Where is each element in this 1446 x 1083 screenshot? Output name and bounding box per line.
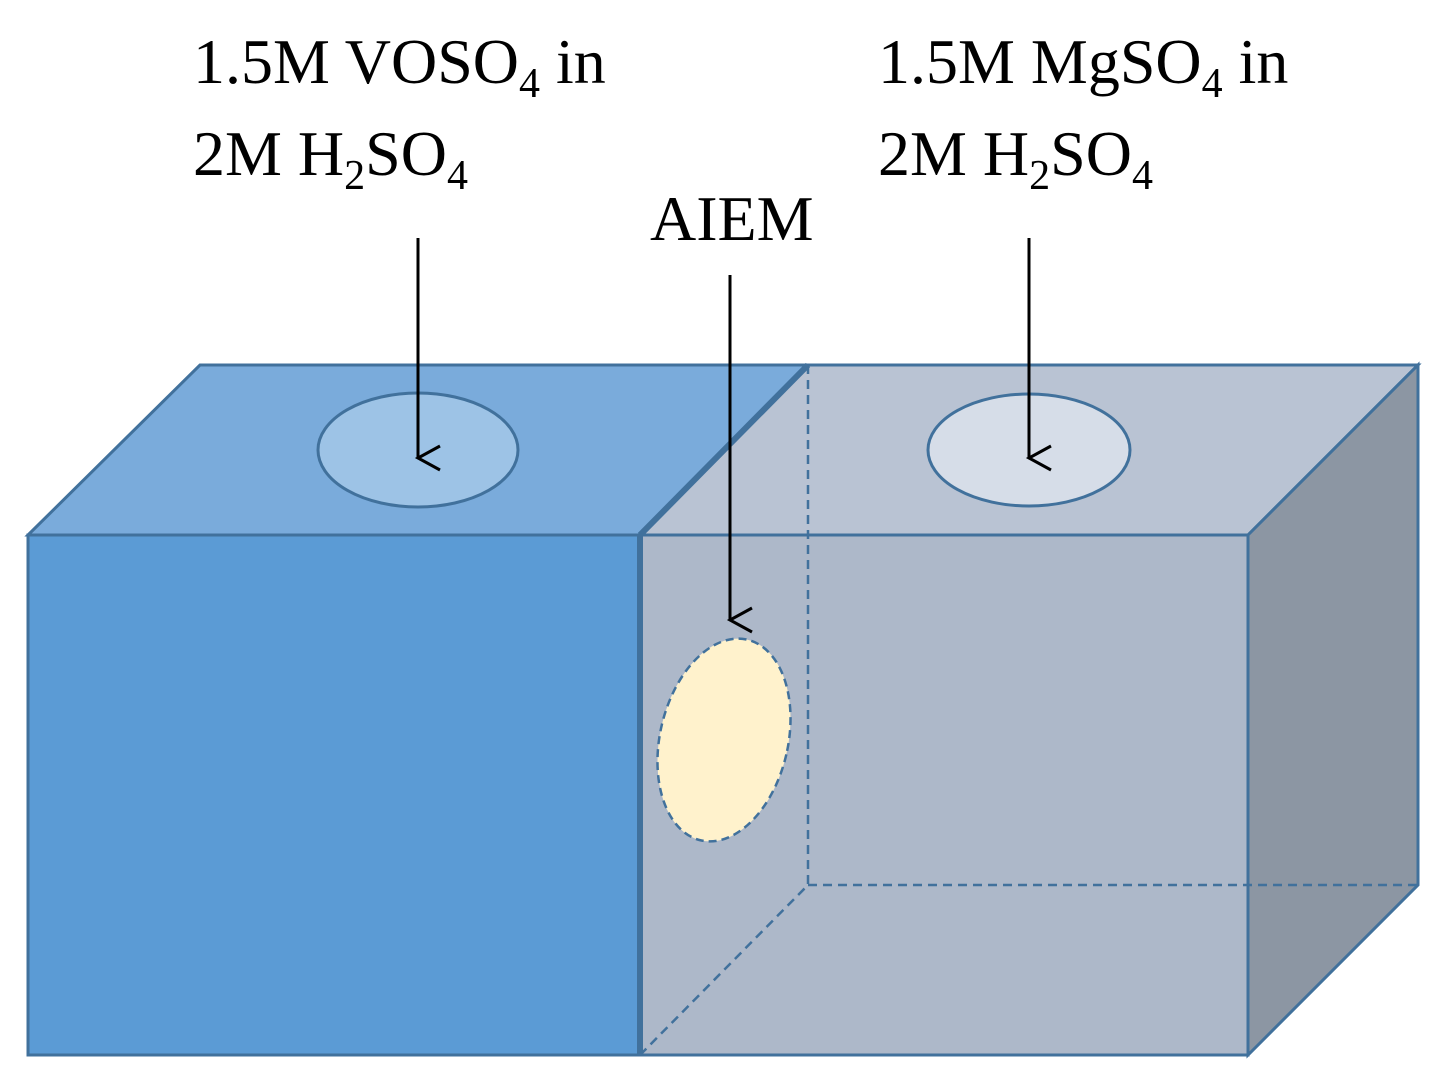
- left-electrolyte-label-line2: 2M H2SO4: [193, 118, 468, 199]
- membrane-window: [656, 637, 792, 843]
- right-electrolyte-label-line2: 2M H2SO4: [878, 118, 1153, 199]
- right-electrolyte-label-line1: 1.5M MgSO4 in: [878, 26, 1288, 107]
- hidden-edge-diagonal: [639, 884, 809, 1056]
- left-electrolyte-label-line1: 1.5M VOSO4 in: [193, 26, 606, 107]
- membrane-label: AIEM: [650, 183, 814, 254]
- left-compartment-front: [26, 533, 642, 1057]
- divider-edge-top: [637, 362, 811, 538]
